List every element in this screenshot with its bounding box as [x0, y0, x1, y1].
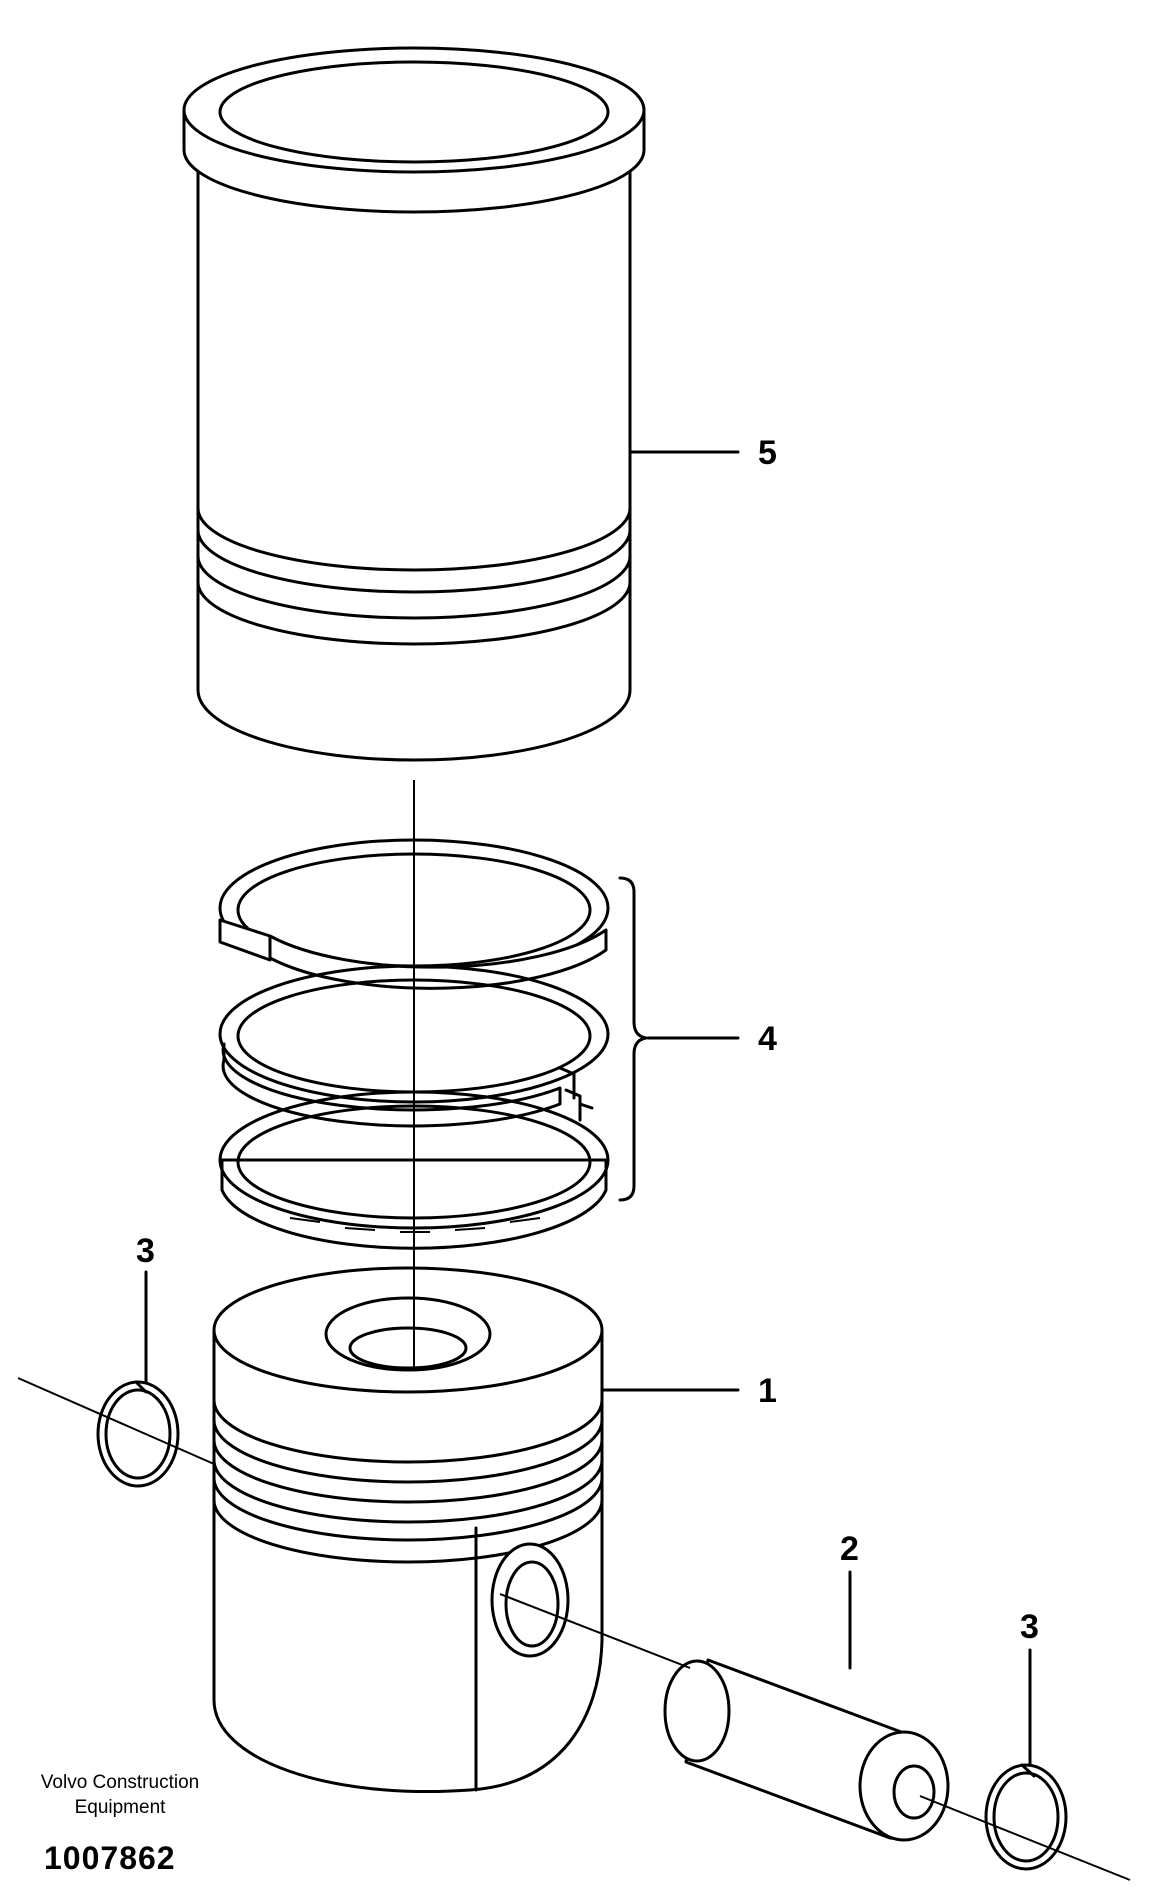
- caption-line-2: Equipment: [74, 1797, 166, 1818]
- piston: [212, 1266, 604, 1794]
- callout-2: 2: [840, 1530, 859, 1568]
- callout-1: 1: [758, 1372, 777, 1410]
- callout-4: 4: [758, 1020, 777, 1058]
- drawing-number: 1007862: [44, 1840, 176, 1876]
- circlip-left: [96, 1380, 180, 1488]
- cylinder-liner: [182, 46, 646, 762]
- assembly-axis-lines: [17, 780, 1131, 1881]
- publisher-caption: Volvo Construction Equipment: [10, 1770, 230, 1820]
- caption-line-1: Volvo Construction: [40, 1772, 200, 1793]
- callout-3-left: 3: [136, 1232, 155, 1270]
- callout-3-right: 3: [1020, 1608, 1039, 1646]
- leader-lines: [144, 450, 1032, 1767]
- piston-pin: [663, 1658, 950, 1842]
- callout-5: 5: [758, 434, 777, 472]
- circlip-right: [984, 1763, 1068, 1871]
